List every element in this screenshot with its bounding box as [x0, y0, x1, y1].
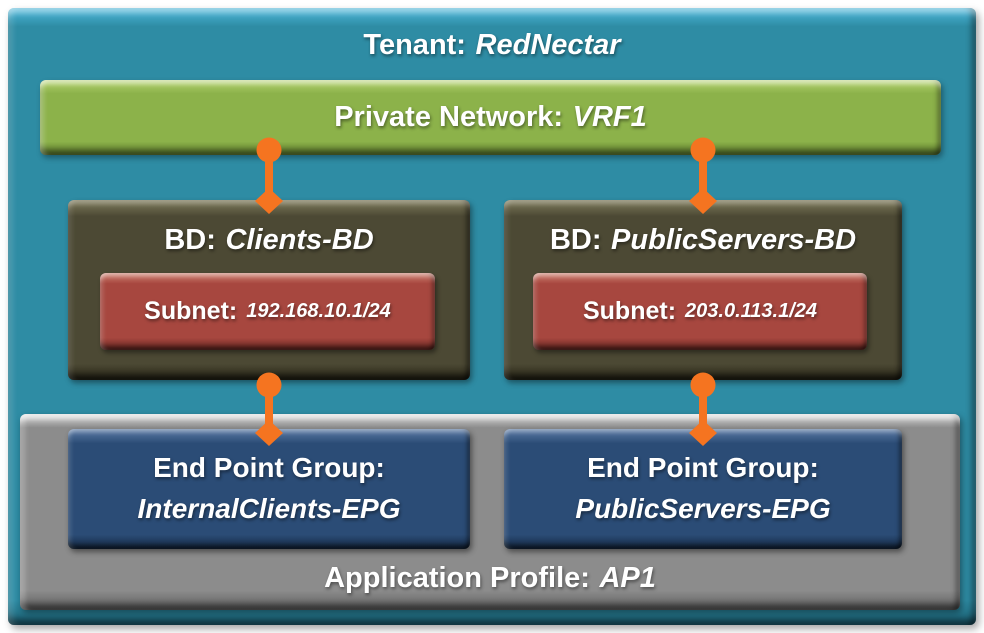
epg-publicservers-title: End Point Group:	[587, 452, 819, 484]
subnet-publicservers-box: Subnet: 203.0.113.1/24	[533, 273, 867, 350]
tenant-title: Tenant: RedNectar	[8, 20, 976, 70]
epg-publicservers-box: End Point Group: PublicServers-EPG	[504, 429, 902, 549]
vrf-label: Private Network:	[334, 101, 564, 133]
bd-clients-label: BD:	[164, 223, 216, 256]
epg-internalclients-name: InternalClients-EPG	[137, 493, 401, 524]
vrf-bar: Private Network: VRF1	[40, 80, 941, 155]
application-profile-title: Application Profile: AP1	[20, 556, 960, 600]
tenant-name: RedNectar	[475, 28, 621, 61]
bd-publicservers-label: BD:	[549, 223, 602, 256]
epg-publicservers-name: PublicServers-EPG	[575, 493, 831, 524]
application-profile-box: End Point Group: InternalClients-EPG End…	[20, 414, 960, 610]
vrf-name: VRF1	[572, 101, 647, 133]
bd-publicservers-name: PublicServers-BD	[611, 223, 857, 256]
subnet-clients-label: Subnet:	[144, 297, 238, 325]
epg-internalclients-title: End Point Group:	[153, 452, 385, 484]
bd-clients-name: Clients-BD	[225, 223, 374, 256]
subnet-publicservers-cidr: 203.0.113.1/24	[685, 300, 818, 322]
application-profile-name: AP1	[599, 561, 656, 594]
tenant-box: Tenant: RedNectar Private Network: VRF1 …	[8, 8, 976, 625]
subnet-clients-cidr: 192.168.10.1/24	[246, 300, 391, 322]
bd-clients-box: BD: Clients-BD Subnet: 192.168.10.1/24	[68, 200, 470, 380]
bd-publicservers-title: BD: PublicServers-BD	[504, 214, 902, 266]
bd-clients-title: BD: Clients-BD	[68, 214, 470, 266]
tenant-label: Tenant:	[363, 28, 466, 61]
application-profile-label: Application Profile:	[324, 561, 590, 594]
epg-internalclients-box: End Point Group: InternalClients-EPG	[68, 429, 470, 549]
subnet-publicservers-label: Subnet:	[582, 297, 677, 325]
subnet-clients-box: Subnet: 192.168.10.1/24	[100, 273, 435, 350]
bd-publicservers-box: BD: PublicServers-BD Subnet: 203.0.113.1…	[504, 200, 902, 380]
